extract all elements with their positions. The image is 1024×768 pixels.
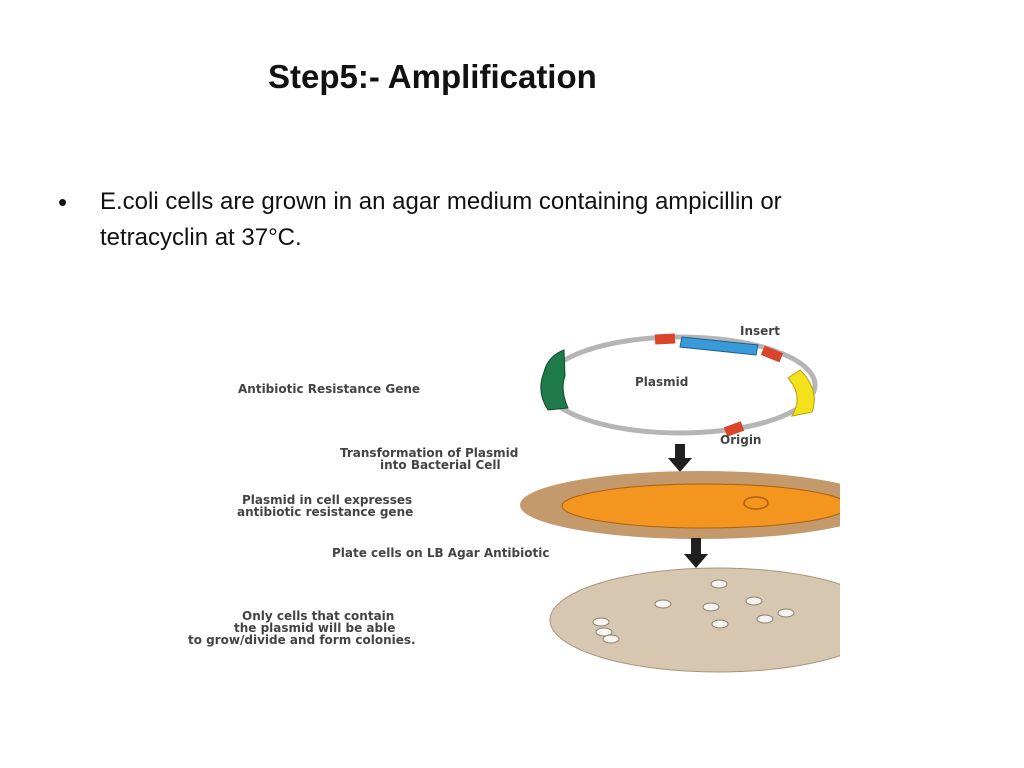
insert-label: Insert (740, 324, 780, 338)
colony (777, 608, 795, 618)
slide-title: Step5:- Amplification (268, 58, 597, 95)
antibiotic-gene-label: Antibiotic Resistance Gene (238, 382, 420, 396)
expresses-label-1: Plasmid in cell expresses (242, 493, 412, 507)
colony (711, 619, 729, 629)
antibiotic-gene-segment (540, 349, 569, 411)
transformation-label-2: into Bacterial Cell (380, 458, 501, 472)
bullet-item: • E.coli cells are grown in an agar medi… (58, 184, 878, 256)
only-cells-label-3: to grow/divide and form colonies. (188, 633, 416, 647)
bullet-marker: • (58, 187, 68, 217)
origin-label: Origin (720, 433, 761, 447)
colony (654, 599, 672, 609)
marker-origin (723, 421, 745, 437)
marker-left (654, 333, 676, 345)
colony (602, 634, 620, 644)
only-cells-label-2: the plasmid will be able (234, 621, 395, 635)
colonies (592, 579, 795, 644)
insert-segment (679, 336, 759, 356)
amplification-diagram: Insert Plasmid Origin Antibiotic Resista… (188, 324, 840, 673)
down-arrow-1 (668, 444, 692, 472)
plasmid-label: Plasmid (635, 375, 688, 389)
transformation-label-1: Transformation of Plasmid (340, 446, 518, 460)
colony (710, 579, 728, 589)
colony (702, 602, 720, 612)
bacterial-cell-inner (561, 483, 840, 529)
colony (745, 596, 763, 606)
bullet-text: E.coli cells are grown in an agar medium… (100, 188, 782, 251)
plate-label: Plate cells on LB Agar Antibiotic (332, 546, 549, 560)
plasmid-in-cell (743, 496, 769, 510)
colony (595, 627, 613, 637)
down-arrow-2 (684, 538, 708, 568)
petri-dish (549, 567, 840, 673)
marker-right (760, 345, 784, 363)
expresses-label-2: antibiotic resistance gene (237, 505, 413, 519)
colony (756, 614, 774, 624)
yellow-gene-segment (787, 369, 815, 417)
colony (592, 617, 610, 627)
only-cells-label-1: Only cells that contain (242, 609, 394, 623)
